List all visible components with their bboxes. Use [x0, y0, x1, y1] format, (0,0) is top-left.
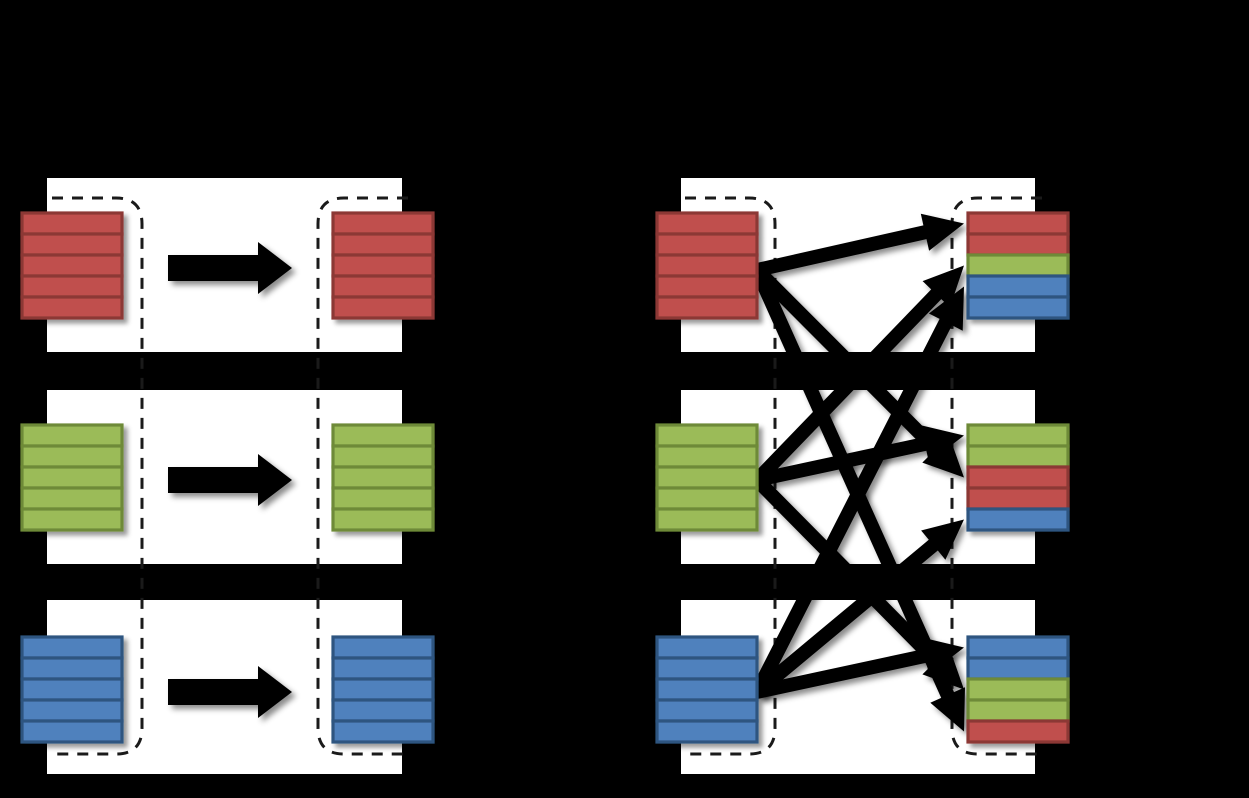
replication-arrow: [168, 666, 292, 718]
shuffle-arrow-3-to-1: [750, 286, 964, 696]
dest-stack-row1: [966, 211, 1070, 320]
dashed-boundary-left: [52, 196, 144, 756]
data-slice-blue: [655, 656, 759, 681]
data-slice-blue: [331, 656, 435, 681]
data-slice-blue: [331, 719, 435, 744]
data-slice-blue: [20, 677, 124, 702]
data-slice-blue: [655, 719, 759, 744]
data-slice-green: [655, 444, 759, 469]
dashed-boundary-left: [685, 196, 777, 756]
data-slice-green: [331, 465, 435, 490]
data-slice-green: [331, 444, 435, 469]
data-slice-red: [655, 232, 759, 257]
data-slice-blue: [966, 295, 1070, 320]
data-slice-green: [20, 507, 124, 532]
source-stack-row1: [655, 211, 759, 320]
data-slice-blue: [966, 656, 1070, 681]
source-stack-row1: [20, 211, 124, 320]
source-stack-row2: [655, 423, 759, 532]
data-slice-blue: [966, 635, 1070, 660]
data-slice-green: [966, 698, 1070, 723]
data-slice-red: [20, 211, 124, 236]
shuffle-arrow-3-to-3: [755, 637, 964, 699]
data-slice-blue: [655, 677, 759, 702]
flow-arrows: [168, 213, 965, 732]
data-slice-red: [655, 274, 759, 299]
shuffle-arrow-2-to-3: [752, 475, 964, 690]
data-slice-green: [331, 486, 435, 511]
dest-stack-row2: [331, 423, 435, 532]
data-slice-green: [331, 507, 435, 532]
dest-stack-row3: [331, 635, 435, 744]
data-slice-green: [20, 423, 124, 448]
data-slice-green: [655, 465, 759, 490]
shuffle-arrow-2-to-2: [755, 425, 964, 487]
shuffle-arrow-3-to-2: [752, 519, 964, 698]
shuffle-arrow-1-to-1: [755, 213, 964, 277]
shuffle-arrow-2-to-1: [752, 265, 964, 485]
data-slice-red: [966, 232, 1070, 257]
data-slice-red: [331, 211, 435, 236]
source-stack-row3: [655, 635, 759, 744]
data-slice-green: [966, 444, 1070, 469]
data-slice-green: [966, 423, 1070, 448]
dashed-boundaries: [52, 196, 1042, 756]
data-slice-red: [331, 232, 435, 257]
data-slice-red: [966, 211, 1070, 236]
data-slice-blue: [331, 677, 435, 702]
data-slice-blue: [20, 719, 124, 744]
data-slice-red: [966, 465, 1070, 490]
dest-stack-row3: [966, 635, 1070, 744]
data-slice-green: [655, 486, 759, 511]
dashed-boundary-right: [950, 196, 1042, 756]
data-slice-green: [655, 423, 759, 448]
data-slice-blue: [966, 507, 1070, 532]
data-slice-red: [331, 253, 435, 278]
data-slice-blue: [331, 635, 435, 660]
dest-stack-row2: [966, 423, 1070, 532]
data-slice-green: [20, 486, 124, 511]
data-slice-red: [655, 295, 759, 320]
data-slice-red: [20, 253, 124, 278]
data-slice-blue: [966, 274, 1070, 299]
data-slice-blue: [655, 698, 759, 723]
data-slice-blue: [655, 635, 759, 660]
data-blocks: [20, 211, 1070, 744]
data-slice-blue: [331, 698, 435, 723]
data-slice-green: [655, 507, 759, 532]
data-slice-red: [331, 274, 435, 299]
data-slice-red: [20, 274, 124, 299]
source-stack-row3: [20, 635, 124, 744]
data-slice-blue: [20, 698, 124, 723]
data-slice-green: [966, 253, 1070, 278]
source-stack-row2: [20, 423, 124, 532]
data-slice-red: [655, 211, 759, 236]
data-slice-red: [20, 295, 124, 320]
dest-stack-row1: [331, 211, 435, 320]
data-slice-blue: [20, 656, 124, 681]
data-slice-red: [655, 253, 759, 278]
data-slice-green: [331, 423, 435, 448]
data-slice-red: [966, 719, 1070, 744]
data-slice-red: [20, 232, 124, 257]
data-slice-green: [20, 444, 124, 469]
data-slice-red: [966, 486, 1070, 511]
data-slice-blue: [20, 635, 124, 660]
dashed-boundary-right: [316, 196, 408, 756]
replication-arrow: [168, 242, 292, 294]
data-slice-green: [20, 465, 124, 490]
replication-arrow: [168, 454, 292, 506]
data-slice-green: [966, 677, 1070, 702]
data-slice-red: [331, 295, 435, 320]
